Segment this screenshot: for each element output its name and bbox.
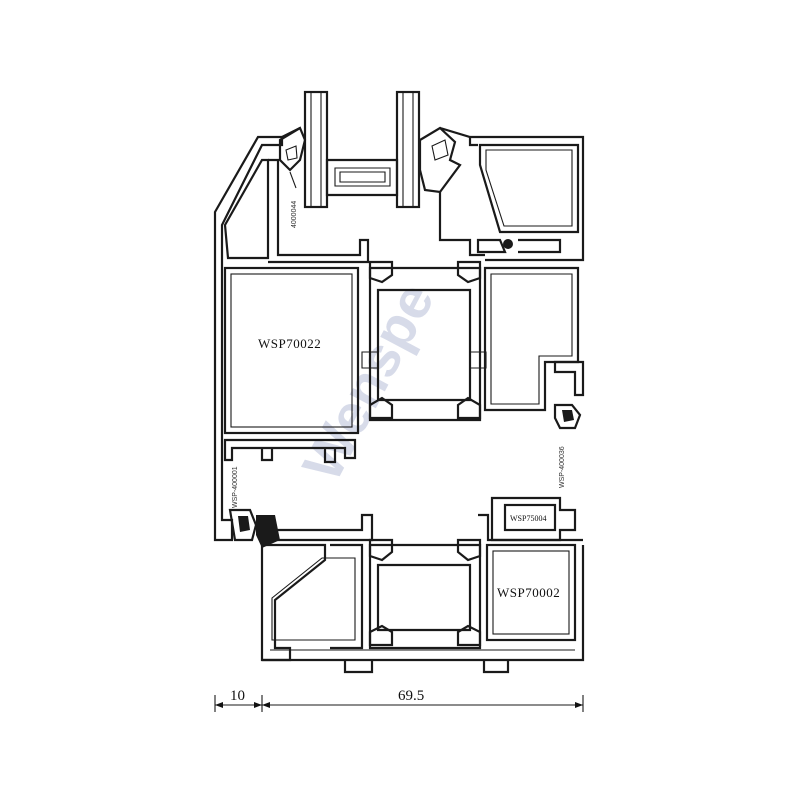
upper-frame xyxy=(213,126,585,542)
chamber-wsp70002: WSP70002 xyxy=(485,543,577,642)
chamber-wsp70022: WSP70022 xyxy=(223,266,360,435)
lower-frame xyxy=(260,513,585,674)
small-box-wsp75004: WSP75004 xyxy=(490,496,577,542)
label-wsp70022: WSP70022 xyxy=(258,336,321,351)
label-left-gasket: WSP-400001 xyxy=(232,466,239,508)
glazing-gasket-left xyxy=(278,126,307,172)
upper-right-chamber xyxy=(483,266,585,412)
dimension-main: 69.5 xyxy=(398,688,424,704)
dimension-lines xyxy=(214,695,584,712)
label-wsp70002: WSP70002 xyxy=(497,585,560,600)
dark-seal-icon xyxy=(256,515,280,548)
label-wsp75004: WSP75004 xyxy=(510,514,546,523)
dimension-left: 10 xyxy=(230,688,245,704)
lower-thermal-break xyxy=(368,538,482,650)
glass-pane xyxy=(303,90,421,209)
watermark: Wenspe xyxy=(290,272,446,490)
label-right-gasket: WSP-400036 xyxy=(559,446,566,488)
gasket-seal-icon xyxy=(503,239,513,249)
label-glazing-gasket: 4000044 xyxy=(291,201,298,228)
glazing-bead-right xyxy=(418,126,462,194)
